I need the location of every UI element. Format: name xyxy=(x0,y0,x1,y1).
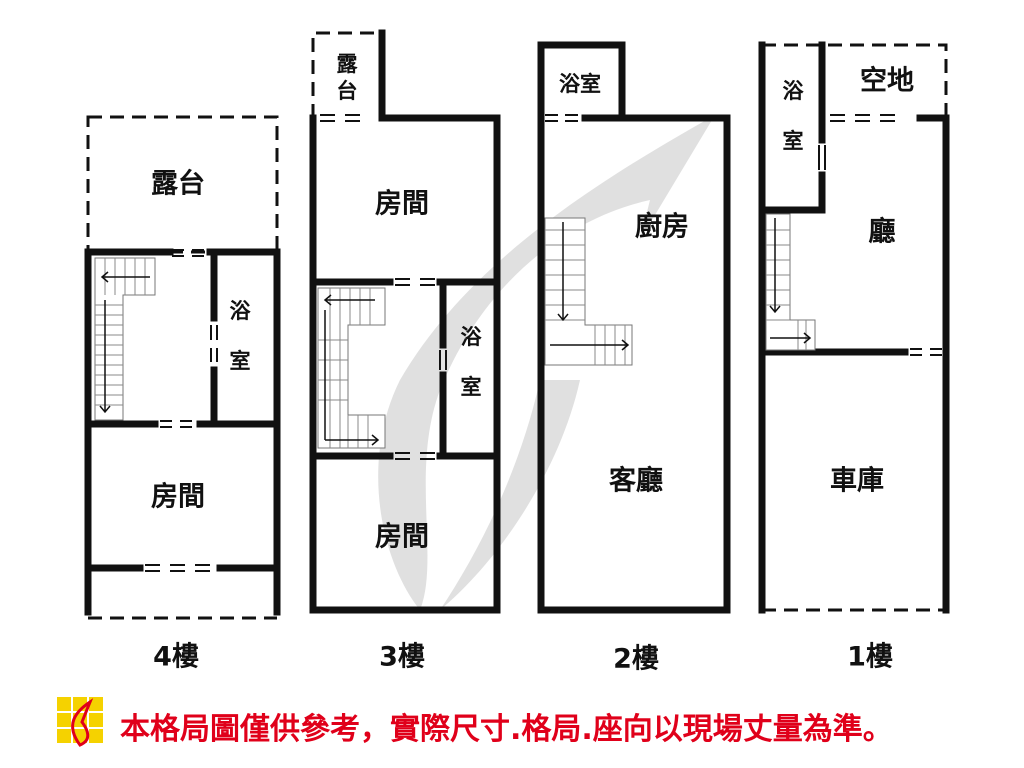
stairs xyxy=(317,287,386,449)
room-label: 空地 xyxy=(860,65,914,97)
room-label: 室 xyxy=(461,375,482,399)
logo xyxy=(57,697,103,747)
room-label: 台 xyxy=(337,79,358,103)
room-label: 廚房 xyxy=(635,211,689,243)
room-label: 浴室 xyxy=(559,72,601,96)
room-label: 浴 xyxy=(230,299,252,323)
floor-label: 4樓 xyxy=(153,642,199,673)
room-label: 房間 xyxy=(375,189,429,220)
room-label: 浴 xyxy=(461,325,483,349)
floor-3-plan: 露 台 房間 浴 室 房間 3樓 xyxy=(309,29,501,673)
room-label: 室 xyxy=(230,349,251,373)
floor-2-plan: 浴室 廚房 客廳 2樓 xyxy=(537,41,731,675)
room-label: 室 xyxy=(783,129,804,153)
stairs xyxy=(765,213,816,351)
floor-1-plan: 浴 室 空地 廳 車庫 1樓 xyxy=(758,41,950,673)
room-label: 房間 xyxy=(151,482,205,513)
floor-label: 3樓 xyxy=(379,642,425,673)
room-label: 露台 xyxy=(151,168,205,200)
room-label: 露 xyxy=(337,52,359,76)
disclaimer-notice: 本格局圖僅供參考，實際尺寸.格局.座向以現場丈量為準。 xyxy=(120,712,893,747)
watermark-swoosh-inner xyxy=(440,380,580,610)
floor-label: 2樓 xyxy=(613,644,659,675)
stairs xyxy=(94,257,156,421)
room-label: 浴 xyxy=(783,79,805,103)
room-label: 房間 xyxy=(375,522,429,553)
room-label: 廳 xyxy=(869,216,896,248)
floor-label: 1樓 xyxy=(847,642,893,673)
floor-4-plan: 露台 浴 室 房間 4樓 xyxy=(84,115,281,673)
stairs xyxy=(544,217,633,366)
room-label: 車庫 xyxy=(830,466,884,497)
room-label: 客廳 xyxy=(609,465,663,497)
